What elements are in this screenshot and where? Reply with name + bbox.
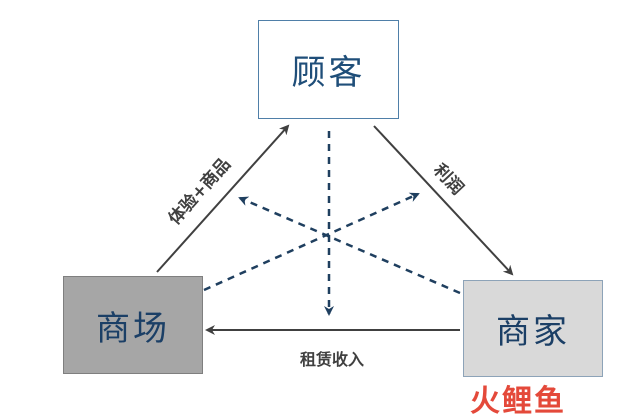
dashed-arrow-mall-to-upper-right: [203, 192, 420, 292]
watermark-logo: 火鲤鱼: [470, 384, 566, 419]
node-merchant: 商家: [463, 280, 603, 377]
dashed-arrow-merchant-to-upper-left: [238, 196, 461, 295]
edge-label-rental-income: 租赁收入: [300, 350, 365, 369]
node-mall: 商场: [63, 276, 203, 374]
arrow-customer-to-merchant: [373, 125, 514, 276]
arrow-mall-to-customer: [156, 124, 290, 273]
node-customer: 顾客: [258, 20, 399, 119]
